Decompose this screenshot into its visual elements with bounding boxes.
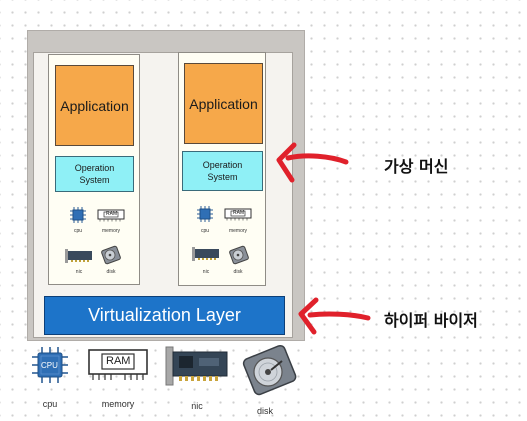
vm1-cpu-icon [69, 206, 87, 224]
host-ram-chip-text: RAM [106, 355, 131, 367]
host-memory-icon: RAM [87, 348, 149, 382]
host-disk-label: disk [256, 406, 273, 416]
vm1-application: Application [55, 65, 134, 146]
vm2-cpu-icon [196, 205, 214, 223]
vm1-nic-icon [65, 249, 93, 263]
virtual-machine-2: Application Operation System RAM cpu mem… [178, 52, 266, 286]
virtual-machine-annotation: 가상 머신 [384, 157, 449, 176]
vm2-operating-system: Operation System [182, 151, 263, 191]
vm1-disk-label: disk [106, 269, 116, 275]
hypervisor-arrow-icon [290, 294, 372, 342]
vm2-memory-icon: RAM [224, 208, 252, 221]
vm1-memory-label: memory [101, 228, 121, 234]
vm2-disk-icon [229, 245, 249, 265]
vm1-cpu-label: cpu [73, 228, 83, 234]
vm1-nic-label: nic [75, 269, 83, 275]
host-disk-icon [242, 343, 298, 399]
vm1-memory-icon: RAM [97, 209, 125, 222]
host-nic-label: nic [191, 401, 203, 411]
vm2-memory-label: memory [228, 228, 248, 234]
hypervisor-annotation: 하이퍼 바이저 [384, 311, 478, 330]
host-cpu-label: cpu [42, 399, 58, 409]
virtualization-layer: Virtualization Layer [44, 296, 285, 335]
vm2-nic-label: nic [202, 269, 210, 275]
vm-arrow-icon [268, 140, 350, 190]
vm2-nic-icon [192, 247, 220, 261]
vm1-ram-chip-text: RAM [106, 211, 118, 217]
host-cpu-icon: CPU [30, 345, 70, 385]
vm2-application: Application [184, 63, 263, 144]
host-nic-icon [165, 346, 229, 386]
vm1-disk-icon [101, 245, 121, 265]
host-cpu-chip-text: CPU [41, 361, 58, 370]
host-memory-label: memory [101, 399, 135, 409]
vm2-disk-label: disk [233, 269, 243, 275]
vm1-operating-system: Operation System [55, 156, 134, 192]
vm2-cpu-label: cpu [200, 228, 210, 234]
virtual-machine-1: Application Operation System RAM cpu mem… [48, 54, 140, 285]
vm2-ram-chip-text: RAM [233, 210, 245, 216]
